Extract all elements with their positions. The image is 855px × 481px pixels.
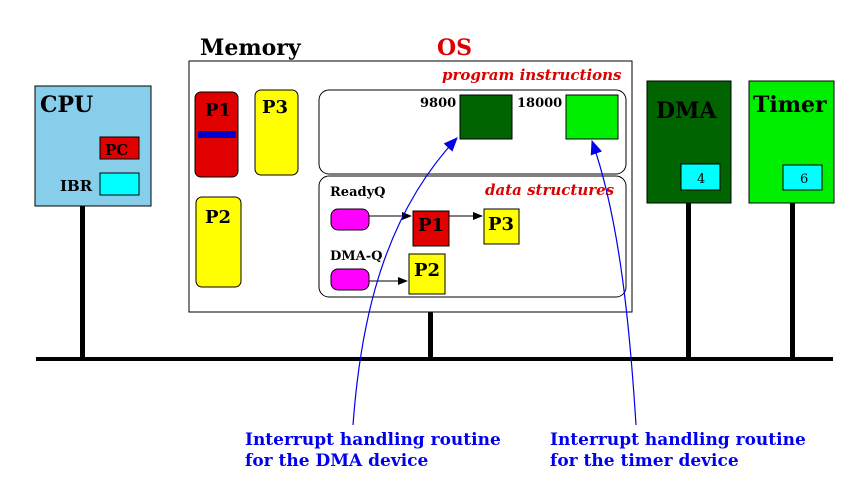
timer-routine-address: 18000 (517, 96, 562, 111)
ready-queue-item-p3 (483, 208, 520, 245)
dma-queue-label: DMA-Q (330, 249, 382, 264)
ready-queue-item-p1-label: P1 (418, 215, 444, 236)
memory-title: Memory (200, 35, 302, 61)
timer-box: Timer 6 (748, 80, 835, 204)
timer-bus-connector (790, 203, 795, 358)
dma-queue-item-p2-label: P2 (414, 260, 440, 281)
ready-queue-label: ReadyQ (330, 185, 385, 200)
memory-box: Memory OS P1 P3 P2 program instructions … (188, 35, 633, 313)
cpu-box: CPU PC IBR (34, 85, 152, 207)
timer-title: Timer (753, 92, 827, 118)
ready-queue-head (330, 208, 370, 231)
memory-bus-connector (428, 312, 433, 358)
timer-routine-annotation-line2: for the timer device (550, 451, 739, 471)
dma-routine-pointer-arrow (352, 137, 458, 426)
data-structures-label: data structures (485, 181, 615, 199)
timer-interrupt-routine (565, 94, 619, 140)
dma-queue-item-p2 (408, 253, 446, 295)
dma-bus-connector (686, 203, 691, 358)
dma-register (680, 163, 721, 191)
timer-register-value: 6 (800, 172, 808, 187)
dma-routine-annotation-line2: for the DMA device (245, 451, 429, 471)
system-bus (36, 357, 833, 361)
pc-register (99, 136, 140, 160)
process-p3-label: P3 (262, 97, 288, 118)
ibr-register (99, 172, 140, 196)
dma-register-value: 4 (697, 172, 705, 187)
process-p2-image (195, 196, 242, 288)
ready-queue-item-p1 (412, 210, 450, 247)
process-p3-image (254, 89, 299, 176)
program-instructions-region (318, 89, 627, 175)
pc-label: PC (105, 141, 128, 159)
ibr-label: IBR (60, 177, 93, 195)
cpu-title: CPU (40, 92, 93, 118)
cpu-bus-connector (80, 206, 85, 358)
dma-routine-annotation-line1: Interrupt handling routine (245, 430, 501, 450)
data-structures-region (318, 175, 627, 298)
ready-queue-item-p3-label: P3 (488, 214, 514, 235)
process-p1-pcb (198, 131, 236, 138)
timer-register (782, 164, 823, 191)
dma-routine-address: 9800 (420, 96, 456, 111)
program-instructions-label: program instructions (442, 66, 622, 84)
process-p1-label: P1 (205, 100, 231, 121)
dma-title: DMA (656, 98, 717, 124)
process-p2-label: P2 (205, 207, 231, 228)
dma-interrupt-routine (459, 94, 513, 140)
timer-routine-pointer-arrow (590, 139, 637, 426)
os-label: OS (437, 35, 472, 61)
dma-box: DMA 4 (646, 80, 732, 204)
timer-routine-annotation-line1: Interrupt handling routine (550, 430, 806, 450)
dma-queue-head (330, 268, 370, 291)
